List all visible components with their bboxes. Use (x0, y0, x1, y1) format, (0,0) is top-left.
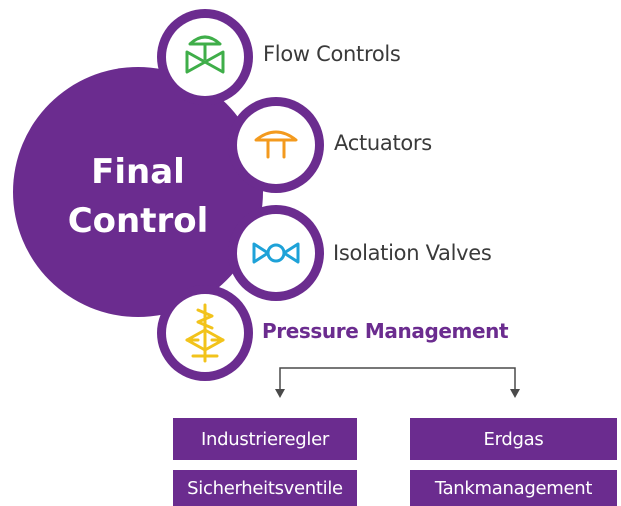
pressure-regulator-icon (185, 303, 225, 363)
actuator-icon (254, 130, 298, 159)
isolation-valve-icon (252, 242, 300, 264)
actuators-circle-inner (237, 106, 315, 184)
title-line-1: Final (91, 152, 185, 192)
tankmanagement-box: Tankmanagement (410, 470, 617, 506)
isolation-valves-circle-inner (237, 214, 315, 292)
isolation-valves-label: Isolation Valves (333, 241, 492, 265)
connector-arrows (279, 367, 516, 390)
erdgas-box: Erdgas (410, 418, 617, 460)
actuators-label: Actuators (334, 131, 432, 155)
flow-control-valve-icon (185, 35, 225, 74)
flow-controls-label: Flow Controls (263, 42, 401, 66)
pressure-management-label: Pressure Management (262, 319, 509, 343)
left-arrowhead (275, 389, 285, 398)
diagram-title: Final Control (58, 148, 218, 246)
title-line-2: Control (67, 201, 209, 241)
final-control-circle (13, 67, 263, 317)
industrieregler-box: Industrieregler (173, 418, 357, 460)
right-arrowhead (510, 389, 520, 398)
sicherheitsventile-box: Sicherheitsventile (173, 470, 357, 506)
